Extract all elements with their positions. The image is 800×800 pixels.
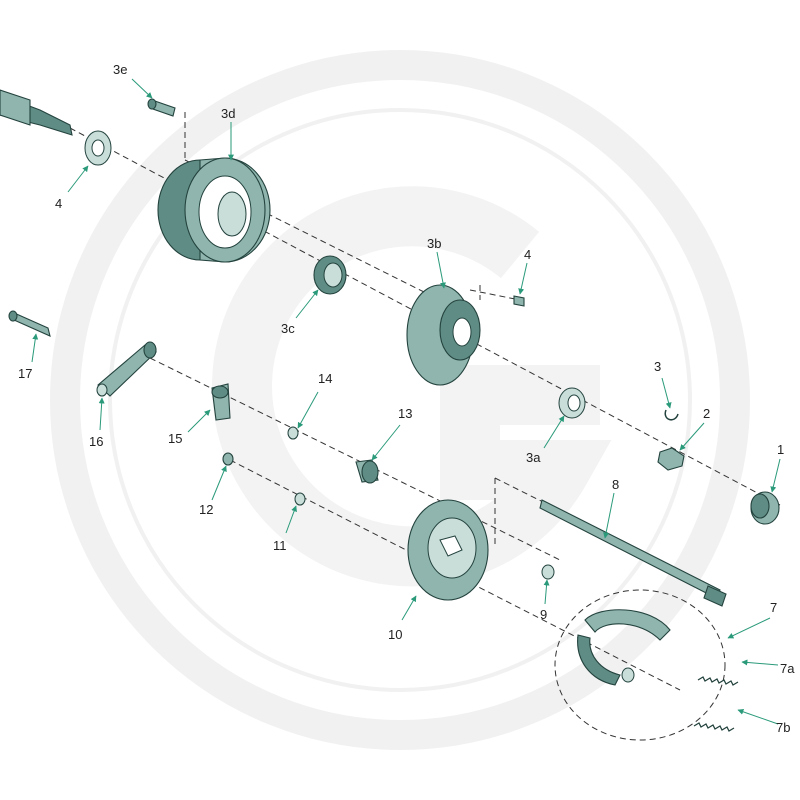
label-15: 15	[168, 431, 182, 446]
ring-part-9[interactable]	[541, 564, 555, 580]
seal-part-3c[interactable]	[313, 255, 347, 295]
part-labels: 3e 3d 4 3b 3c 4 17 16 15 14 13 3a 3 2 1 …	[18, 62, 795, 735]
label-11: 11	[273, 538, 287, 553]
ring-part-3a[interactable]	[558, 387, 586, 419]
label-4-left: 4	[55, 196, 62, 211]
label-3c: 3c	[281, 321, 295, 336]
label-4-right: 4	[524, 247, 531, 262]
spring-part-7a[interactable]	[697, 676, 739, 686]
label-7b: 7b	[776, 720, 790, 735]
ring-part-14[interactable]	[287, 426, 299, 440]
label-3: 3	[654, 359, 661, 374]
axle-stub[interactable]	[0, 89, 73, 136]
nut-part-12[interactable]	[222, 452, 234, 466]
washer-part-11[interactable]	[294, 492, 306, 506]
label-7a: 7a	[780, 661, 795, 676]
brake-drum-part-3d[interactable]	[157, 157, 271, 263]
shaft-part-8[interactable]	[539, 499, 727, 607]
label-14: 14	[318, 371, 332, 386]
spring-part-7b[interactable]	[693, 722, 735, 732]
washer-part-4-left[interactable]	[84, 130, 112, 166]
label-leaders	[31, 78, 781, 725]
nut-part-2[interactable]	[657, 447, 685, 471]
brake-shoes-part-7[interactable]	[577, 609, 671, 686]
label-9: 9	[540, 607, 547, 622]
label-7: 7	[770, 600, 777, 615]
label-13: 13	[398, 406, 412, 421]
label-3d: 3d	[221, 106, 235, 121]
label-3b: 3b	[427, 236, 441, 251]
label-1: 1	[777, 442, 784, 457]
backing-plate-part-10[interactable]	[407, 499, 489, 601]
bolt-part-3e[interactable]	[147, 98, 176, 117]
label-3e: 3e	[113, 62, 127, 77]
lever-part-16[interactable]	[96, 341, 157, 397]
label-10: 10	[388, 627, 402, 642]
label-12: 12	[199, 502, 213, 517]
cap-part-1[interactable]	[750, 491, 780, 525]
label-3a: 3a	[526, 450, 541, 465]
bushing-part-13[interactable]	[355, 459, 379, 484]
label-17: 17	[18, 366, 32, 381]
clamp-part-15[interactable]	[211, 383, 231, 421]
cotter-pin-part-3[interactable]	[664, 409, 679, 421]
pin-part-17[interactable]	[8, 310, 51, 337]
label-2: 2	[703, 406, 710, 421]
sleeve-part-4-right[interactable]	[513, 295, 525, 307]
label-16: 16	[89, 434, 103, 449]
label-8: 8	[612, 477, 619, 492]
hub-part-3b[interactable]	[406, 284, 481, 386]
